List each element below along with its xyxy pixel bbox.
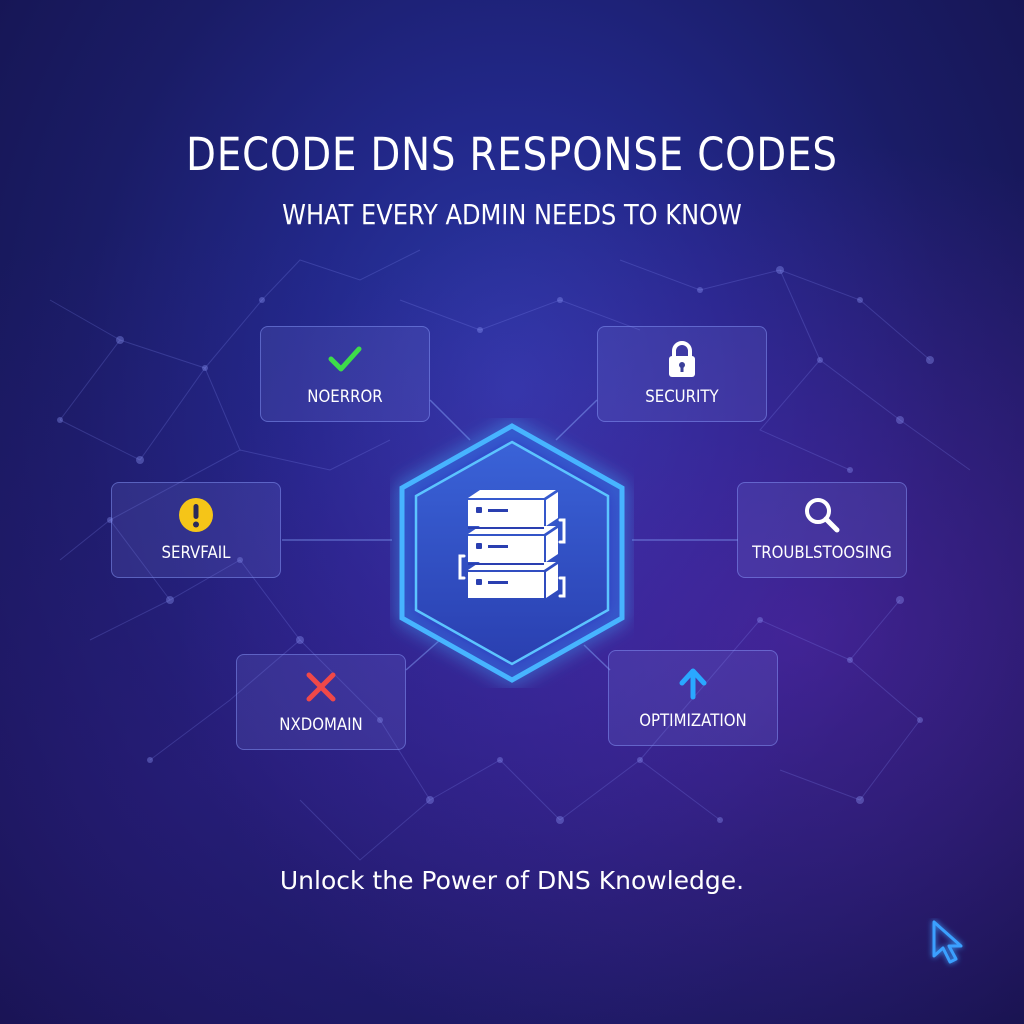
card-troubleshooting[interactable]: TROUBLSTOOSING bbox=[737, 482, 907, 578]
padlock-icon bbox=[598, 341, 766, 377]
page-title: DECODE DNS RESPONSE CODES bbox=[186, 128, 838, 181]
card-label: OPTIMIZATION bbox=[639, 711, 747, 731]
card-optimization[interactable]: OPTIMIZATION bbox=[608, 650, 778, 746]
tagline: Unlock the Power of DNS Knowledge. bbox=[279, 866, 745, 895]
center-hexagon bbox=[390, 418, 634, 688]
card-servfail[interactable]: SERVFAIL bbox=[111, 482, 281, 578]
magnifier-icon bbox=[738, 497, 906, 533]
card-label: SERVFAIL bbox=[161, 543, 231, 563]
arrow-up-icon bbox=[609, 665, 777, 701]
x-mark-icon bbox=[237, 669, 405, 705]
page-subtitle: WHAT EVERY ADMIN NEEDS TO KNOW bbox=[282, 198, 742, 231]
checkmark-icon bbox=[261, 341, 429, 377]
card-label: TROUBLSTOOSING bbox=[752, 543, 892, 563]
exclamation-icon bbox=[112, 497, 280, 533]
card-label: NXDOMAIN bbox=[279, 715, 363, 735]
card-label: SECURITY bbox=[645, 387, 719, 407]
card-noerror[interactable]: NOERROR bbox=[260, 326, 430, 422]
card-nxdomain[interactable]: NXDOMAIN bbox=[236, 654, 406, 750]
cursor-icon bbox=[926, 918, 970, 968]
card-label: NOERROR bbox=[307, 387, 383, 407]
card-security[interactable]: SECURITY bbox=[597, 326, 767, 422]
server-stack-icon bbox=[452, 478, 572, 628]
